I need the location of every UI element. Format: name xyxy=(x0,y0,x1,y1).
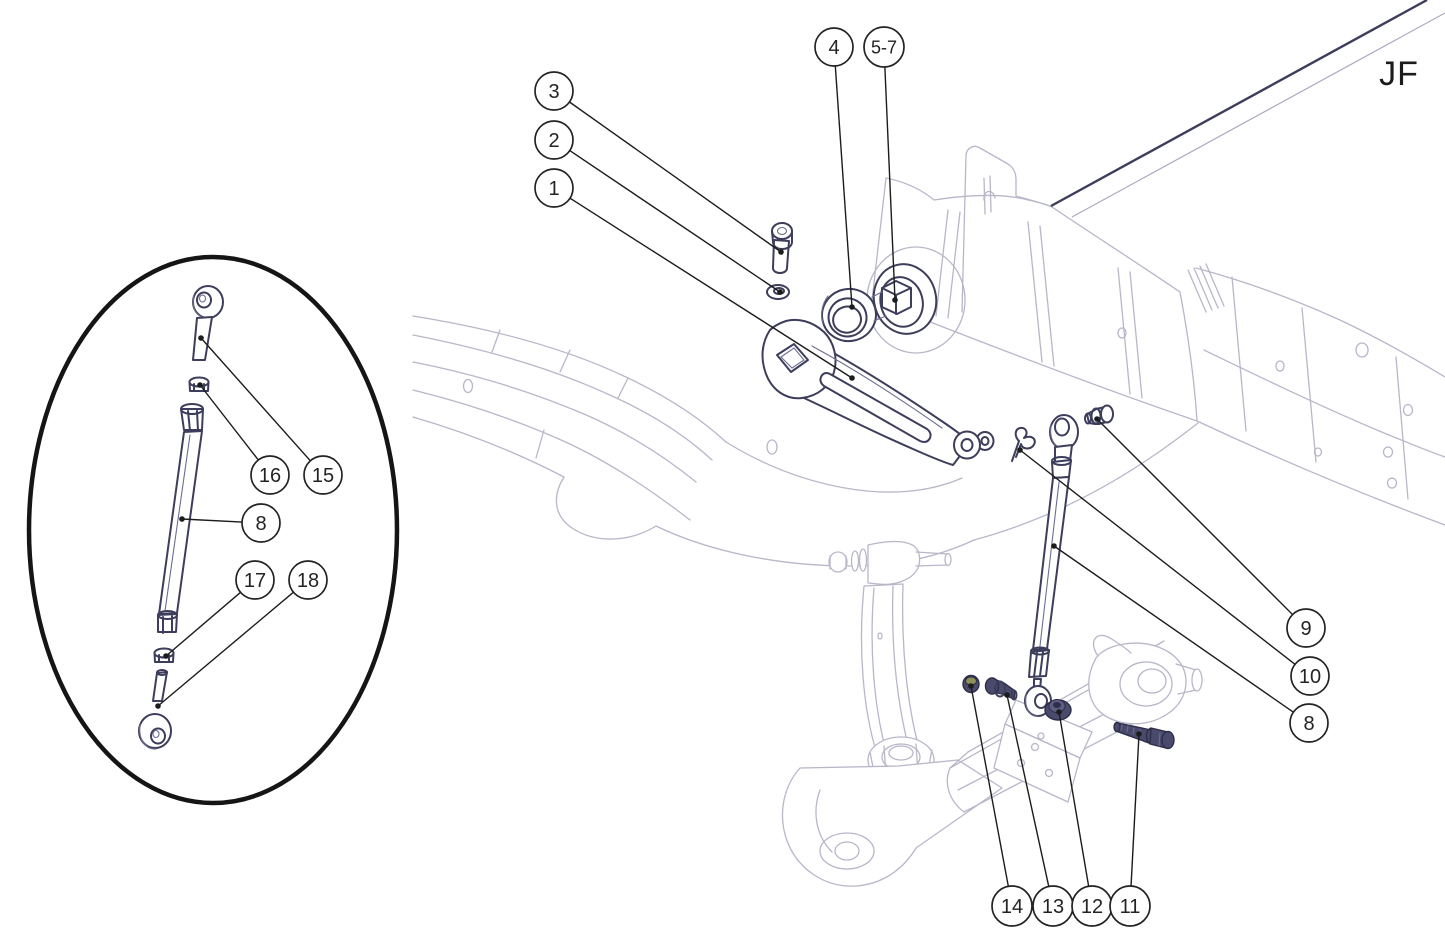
svg-text:11: 11 xyxy=(1120,896,1141,918)
svg-text:15: 15 xyxy=(312,465,334,487)
leader-dot-15 xyxy=(198,335,204,341)
leader-line-3 xyxy=(569,101,782,253)
callout-2[interactable]: 2 xyxy=(534,120,574,160)
leader-dot-1 xyxy=(849,375,855,381)
detail-rod-end-upper-drawing xyxy=(192,285,224,361)
leader-line-13 xyxy=(1006,694,1050,887)
callout-3[interactable]: 3 xyxy=(534,71,574,111)
svg-text:14: 14 xyxy=(1001,896,1023,918)
leader-line-15 xyxy=(200,337,311,462)
svg-text:5-7: 5-7 xyxy=(871,37,897,57)
leader-dot-9 xyxy=(1094,416,1100,422)
leader-line-5-7 xyxy=(884,66,896,301)
leader-line-8-detail xyxy=(181,518,243,523)
svg-text:4: 4 xyxy=(828,37,839,59)
callout-8-detail[interactable]: 8 xyxy=(241,503,281,543)
sector-shaft-hub-drawing xyxy=(871,263,938,335)
leader-dot-8-detail xyxy=(179,516,185,522)
leader-line-2 xyxy=(569,150,781,293)
leader-dot-17 xyxy=(163,653,169,659)
leader-line-18 xyxy=(157,591,294,707)
view-label-jf: JF xyxy=(1379,55,1419,93)
callout-5-7[interactable]: 5-7 xyxy=(863,26,905,68)
small-bolt-drawing xyxy=(1084,404,1114,425)
leader-line-11 xyxy=(1130,733,1140,887)
leader-dot-12 xyxy=(1056,709,1062,715)
svg-text:9: 9 xyxy=(1300,618,1311,640)
pitman-arm-drawing xyxy=(761,318,995,466)
leader-dot-4 xyxy=(849,304,855,310)
leader-line-8-main xyxy=(1053,545,1294,713)
leader-line-14 xyxy=(970,685,1010,887)
leader-dot-8-main xyxy=(1051,543,1057,549)
callout-18[interactable]: 18 xyxy=(288,560,328,600)
leader-dot-13 xyxy=(1004,692,1010,698)
callout-15[interactable]: 15 xyxy=(303,455,343,495)
socket-bolt-drawing xyxy=(771,222,793,274)
svg-text:3: 3 xyxy=(548,81,559,103)
callout-8-main[interactable]: 8 xyxy=(1289,703,1329,743)
svg-text:2: 2 xyxy=(548,130,559,152)
leader-line-4 xyxy=(834,65,853,308)
svg-text:16: 16 xyxy=(259,465,281,487)
callout-9[interactable]: 9 xyxy=(1286,608,1326,648)
leader-dot-11 xyxy=(1136,731,1142,737)
leader-dot-3 xyxy=(778,249,784,255)
leader-line-17 xyxy=(165,591,242,657)
leader-line-10 xyxy=(1019,449,1296,665)
svg-text:1: 1 xyxy=(548,178,559,200)
leader-line-1 xyxy=(569,197,853,379)
svg-text:18: 18 xyxy=(297,570,319,592)
sector-shaft-bearing-drawing xyxy=(821,287,877,343)
leader-dot-10 xyxy=(1017,447,1023,453)
suspension-assembly-wireframe xyxy=(781,540,1203,887)
svg-text:17: 17 xyxy=(244,570,266,592)
svg-text:10: 10 xyxy=(1299,666,1321,688)
callout-13[interactable]: 13 xyxy=(1032,885,1074,927)
cotter-pin-drawing xyxy=(1011,426,1036,462)
leader-dot-18 xyxy=(155,703,161,709)
callout-16[interactable]: 16 xyxy=(250,455,290,495)
chassis-frame-wireframe xyxy=(412,145,1445,567)
callout-12[interactable]: 12 xyxy=(1071,885,1113,927)
callout-1[interactable]: 1 xyxy=(534,168,574,208)
leader-dot-2 xyxy=(777,289,783,295)
clamp-bolt-drawing xyxy=(984,677,1018,701)
leader-line-12 xyxy=(1058,711,1090,887)
leader-dot-16 xyxy=(197,382,203,388)
callout-14[interactable]: 14 xyxy=(991,885,1033,927)
callout-4[interactable]: 4 xyxy=(814,27,854,67)
leader-line-9 xyxy=(1096,418,1294,616)
detail-rod-end-lower-drawing xyxy=(138,669,172,750)
leader-line-16 xyxy=(199,384,259,461)
pinch-bolt-drawing xyxy=(1113,721,1175,750)
svg-text:12: 12 xyxy=(1081,896,1103,918)
callout-10[interactable]: 10 xyxy=(1290,656,1330,696)
svg-text:8: 8 xyxy=(255,513,266,535)
callout-11[interactable]: 11 xyxy=(1109,885,1151,927)
detail-view-ellipse xyxy=(26,254,400,806)
svg-text:8: 8 xyxy=(1303,713,1314,735)
leader-dot-5-7 xyxy=(892,297,898,303)
svg-text:13: 13 xyxy=(1042,896,1064,918)
frame-rail-diagonals xyxy=(1050,0,1445,218)
leader-lines xyxy=(155,65,1296,887)
callout-17[interactable]: 17 xyxy=(235,560,275,600)
leader-dot-14 xyxy=(968,683,974,689)
detail-tie-rod-tube-drawing xyxy=(157,403,204,634)
